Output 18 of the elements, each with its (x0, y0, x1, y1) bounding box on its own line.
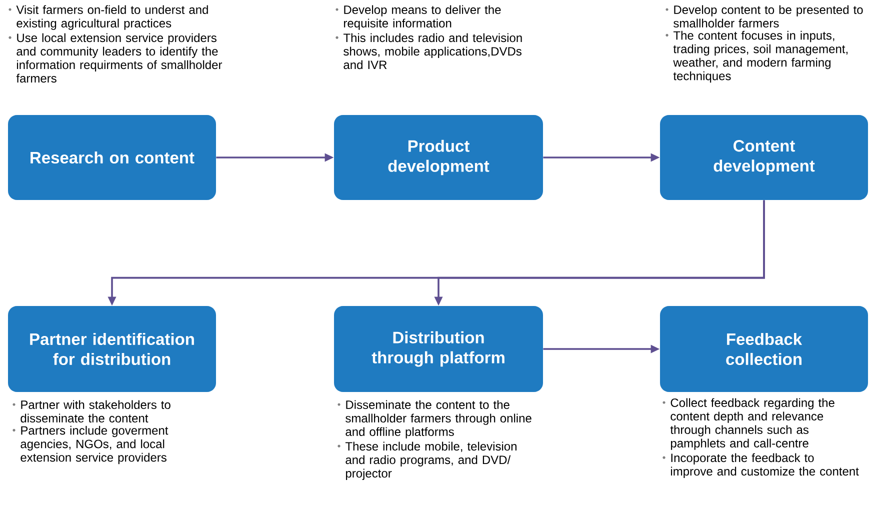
process-box: Partner identification for distribution (8, 306, 216, 392)
bullet-text: Develop content to be presented to smallholder farmers (674, 5, 863, 28)
bullet-text: Visit farmers on-field to underst and existing agricultural practices (16, 5, 208, 30)
bullet-text: Develop means to deliver the requisite information (344, 5, 501, 30)
bullet-text: Use local extension service providers and community leaders to identify the information requirments of smallholder farmers (16, 33, 222, 83)
bullet-text: Partners include goverment agencies, NGOs, and local extension service providers (20, 426, 168, 464)
bullet-text: These include mobile, television and radio programs, and DVD/ projector (345, 442, 516, 480)
process-box: Distribution through platform (334, 306, 543, 392)
bullet-text: Collect feedback regarding the content depth and relevance through channels such as pamphlets and call-centre (670, 398, 834, 450)
bullet-text: This includes radio and television shows, mobile applications,DVDs and IVR (343, 33, 522, 70)
process-box: Product development (334, 115, 543, 200)
bullet-text: Disseminate the content to the smallholder farmers through online and offline platforms (346, 400, 532, 438)
bullet-text: Incoporate the feedback to improve and customize the content (671, 453, 859, 478)
process-box: Content development (660, 115, 868, 200)
process-box: Feedback collection (660, 306, 868, 392)
bullet-text: The content focuses in inputs, trading prices, soil management, weather, and modern farming techniques (673, 30, 848, 83)
bullet-text: Partner with stakeholders to disseminate the content (20, 400, 170, 422)
process-box: Research on content (8, 115, 216, 200)
